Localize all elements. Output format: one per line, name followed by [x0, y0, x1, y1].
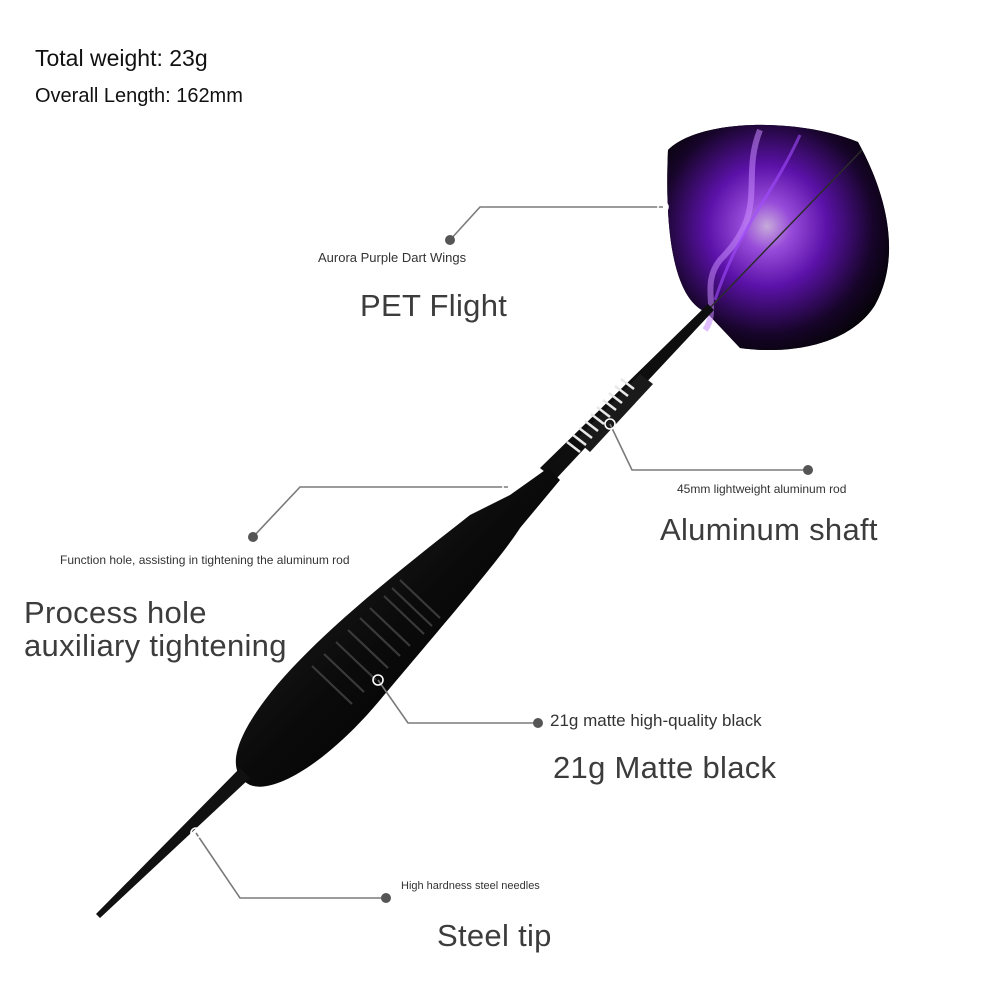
overall-length: Overall Length: 162mm: [35, 85, 243, 107]
total-weight: Total weight: 23g: [35, 45, 208, 71]
tip-title: Steel tip: [437, 918, 552, 953]
steel-tip: [96, 768, 250, 918]
process-hole-detail: Function hole, assisting in tightening t…: [60, 553, 350, 567]
flight-detail: Aurora Purple Dart Wings: [318, 250, 467, 265]
shaft-title: Aluminum shaft: [660, 512, 878, 547]
shaft-grip-rings: [566, 378, 635, 453]
shaft-detail: 45mm lightweight aluminum rod: [677, 482, 847, 496]
barrel-detail: 21g matte high-quality black: [550, 711, 762, 730]
aluminum-shaft: [540, 304, 714, 480]
process-hole-title-line1: Process hole: [24, 595, 207, 630]
flight-title: PET Flight: [360, 288, 508, 323]
process-hole-title-line2: auxiliary tightening: [24, 628, 287, 663]
tip-detail: High hardness steel needles: [401, 880, 540, 892]
leader-dots: [248, 235, 813, 903]
barrel: [235, 468, 561, 787]
pet-flight: [667, 124, 890, 351]
leader-lines: [195, 206, 808, 899]
anchor-rings: [190, 201, 669, 839]
barrel-title: 21g Matte black: [553, 750, 777, 785]
